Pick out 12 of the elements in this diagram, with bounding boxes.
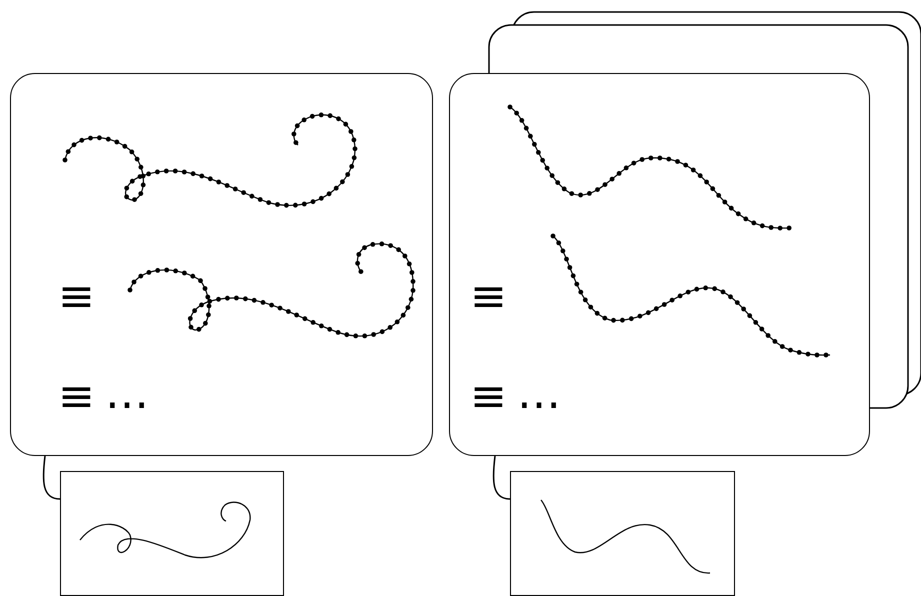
curve-card <box>510 471 735 596</box>
callout-line <box>492 456 510 500</box>
rounded-card <box>10 73 433 456</box>
symbol-label: ≡ <box>470 375 507 419</box>
rounded-card <box>449 73 870 456</box>
callout-line <box>42 456 60 500</box>
symbol-label: … <box>105 372 149 416</box>
symbol-label: ≡ <box>470 275 507 319</box>
symbol-label: … <box>517 372 561 416</box>
curve-card <box>60 471 284 596</box>
symbol-label: ≡ <box>58 375 95 419</box>
symbol-label: ≡ <box>58 275 95 319</box>
